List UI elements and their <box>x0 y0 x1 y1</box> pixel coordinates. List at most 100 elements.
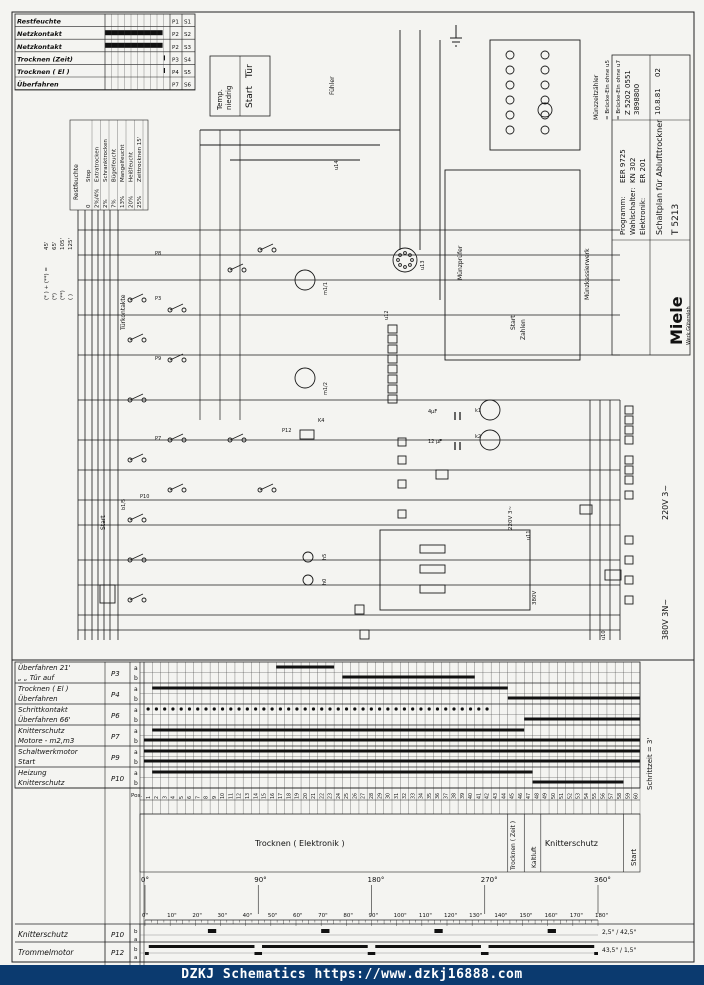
coin-module-box <box>444 169 581 361</box>
label-muenzzeitzaehler: Münzzeitzähler <box>593 74 600 120</box>
position-number: 43 <box>493 793 499 799</box>
connector-pin <box>398 253 402 257</box>
timing-dot <box>378 707 382 711</box>
motor-m4 <box>479 429 501 451</box>
cam-bar-p12b <box>480 952 489 955</box>
position-number: 10 <box>220 793 226 799</box>
terminal <box>624 555 634 565</box>
label-tuerkontakte: Türkontakte <box>120 294 127 331</box>
position-number: 40 <box>468 793 474 799</box>
terminal <box>387 354 398 364</box>
status-row-terminal: S1 <box>184 20 191 26</box>
cam-bar-p10 <box>547 929 556 933</box>
terminal <box>397 479 407 489</box>
counter-node <box>540 50 550 60</box>
seconds-label: 50" <box>268 913 278 919</box>
restfeuchte-program: Zeittrocknen 15' <box>137 137 143 182</box>
terminal <box>387 334 398 344</box>
wire <box>229 263 244 271</box>
wire <box>129 593 144 601</box>
cam-row-code: P12 <box>111 949 125 957</box>
phase-start: Start <box>630 849 638 866</box>
switch-contact <box>167 357 173 363</box>
connector-u13 <box>392 247 418 273</box>
seconds-label: 140" <box>494 913 507 919</box>
terminal <box>397 437 407 447</box>
timing-b-label: b <box>134 738 138 745</box>
status-bar <box>163 68 165 73</box>
connector-pin <box>398 263 402 267</box>
switch-contact <box>181 487 187 493</box>
degree-label: 0° <box>141 876 149 884</box>
elektronik-label: Elektronik: <box>639 198 647 235</box>
label-u14: u14 <box>334 160 340 170</box>
timing-b-label: b <box>134 717 138 724</box>
switch-contact <box>141 337 147 343</box>
timing-dot <box>402 707 406 711</box>
timing-bar <box>144 749 640 753</box>
timing-bar <box>524 717 640 721</box>
position-number: 60 <box>634 793 640 799</box>
timing-row-label-2: Überfahren 66' <box>18 715 71 724</box>
legend-value: 65' <box>52 241 58 250</box>
timing-dot <box>212 707 216 711</box>
label-u12: u12 <box>384 310 390 320</box>
label-p3: P3 <box>155 296 161 302</box>
counter-node <box>540 125 550 135</box>
lamp <box>537 102 553 118</box>
cam-bar-p12b <box>145 952 149 955</box>
heater-resistor <box>419 564 446 574</box>
switch-contact <box>227 437 233 443</box>
timing-dot <box>187 707 192 711</box>
position-number: 57 <box>609 793 615 799</box>
status-row-code: P3 <box>172 57 179 63</box>
position-number: 12 <box>237 793 243 799</box>
cam-chart: 0°90°180°270°360°0"10"20"30"40"50"60"70"… <box>15 876 694 962</box>
position-number: 39 <box>460 793 466 799</box>
timing-dot <box>220 707 225 711</box>
timing-dot <box>245 707 249 711</box>
timing-dot <box>444 707 448 711</box>
position-number: 30 <box>386 793 392 799</box>
counter-node <box>540 65 550 75</box>
label-k1: k1 <box>475 408 481 414</box>
position-number: 13 <box>245 793 251 799</box>
timing-a-label: a <box>134 749 138 756</box>
restfeuchte-value: 25% <box>137 196 143 208</box>
position-number: 31 <box>394 793 400 799</box>
position-number: 27 <box>361 793 367 799</box>
cam-row-label: Trommelmotor <box>18 948 74 957</box>
timing-bar <box>152 770 533 774</box>
restfeuchte-value: 13% <box>120 196 126 208</box>
footer-banner[interactable]: DZKJ Schematics https://www.dzkj16888.co… <box>0 965 704 985</box>
tuer-label: Tür <box>245 64 255 79</box>
timing-dot <box>262 707 266 711</box>
terminal <box>387 364 398 374</box>
position-number: 1 <box>146 796 152 799</box>
wahlschalter-value: KN 302 <box>629 158 637 183</box>
position-number: 32 <box>402 793 408 799</box>
seconds-label: 40" <box>243 913 253 919</box>
label-muenzpruefer: Münzprüfer <box>457 245 464 280</box>
label-bruecke-u7: = Brücke-Ein ohne u7 <box>616 60 622 120</box>
switch-contact <box>141 297 147 303</box>
restfeuchte-program: Schranktrocken <box>103 139 109 182</box>
position-number: 49 <box>543 793 549 799</box>
cam-bar-p12 <box>375 945 481 948</box>
timing-dot <box>229 707 233 711</box>
restfeuchte-program: Extratrocken <box>95 146 101 182</box>
motor-m1 <box>294 269 316 291</box>
label-p8: P8 <box>155 251 161 257</box>
timing-row-label: Heizung <box>18 769 47 777</box>
timing-dot <box>411 707 415 711</box>
switch-contact <box>257 487 263 493</box>
label-p9: P9 <box>155 356 161 362</box>
timing-row-code: P3 <box>111 670 120 678</box>
terminal <box>624 575 634 585</box>
model-number: T 5213 <box>671 204 681 236</box>
position-number: 14 <box>253 793 259 799</box>
cam-bar-p12b <box>594 952 598 955</box>
relay-coil <box>604 569 622 581</box>
wire <box>259 243 274 251</box>
timing-row-label: Schaltwerkmotor <box>18 748 79 756</box>
